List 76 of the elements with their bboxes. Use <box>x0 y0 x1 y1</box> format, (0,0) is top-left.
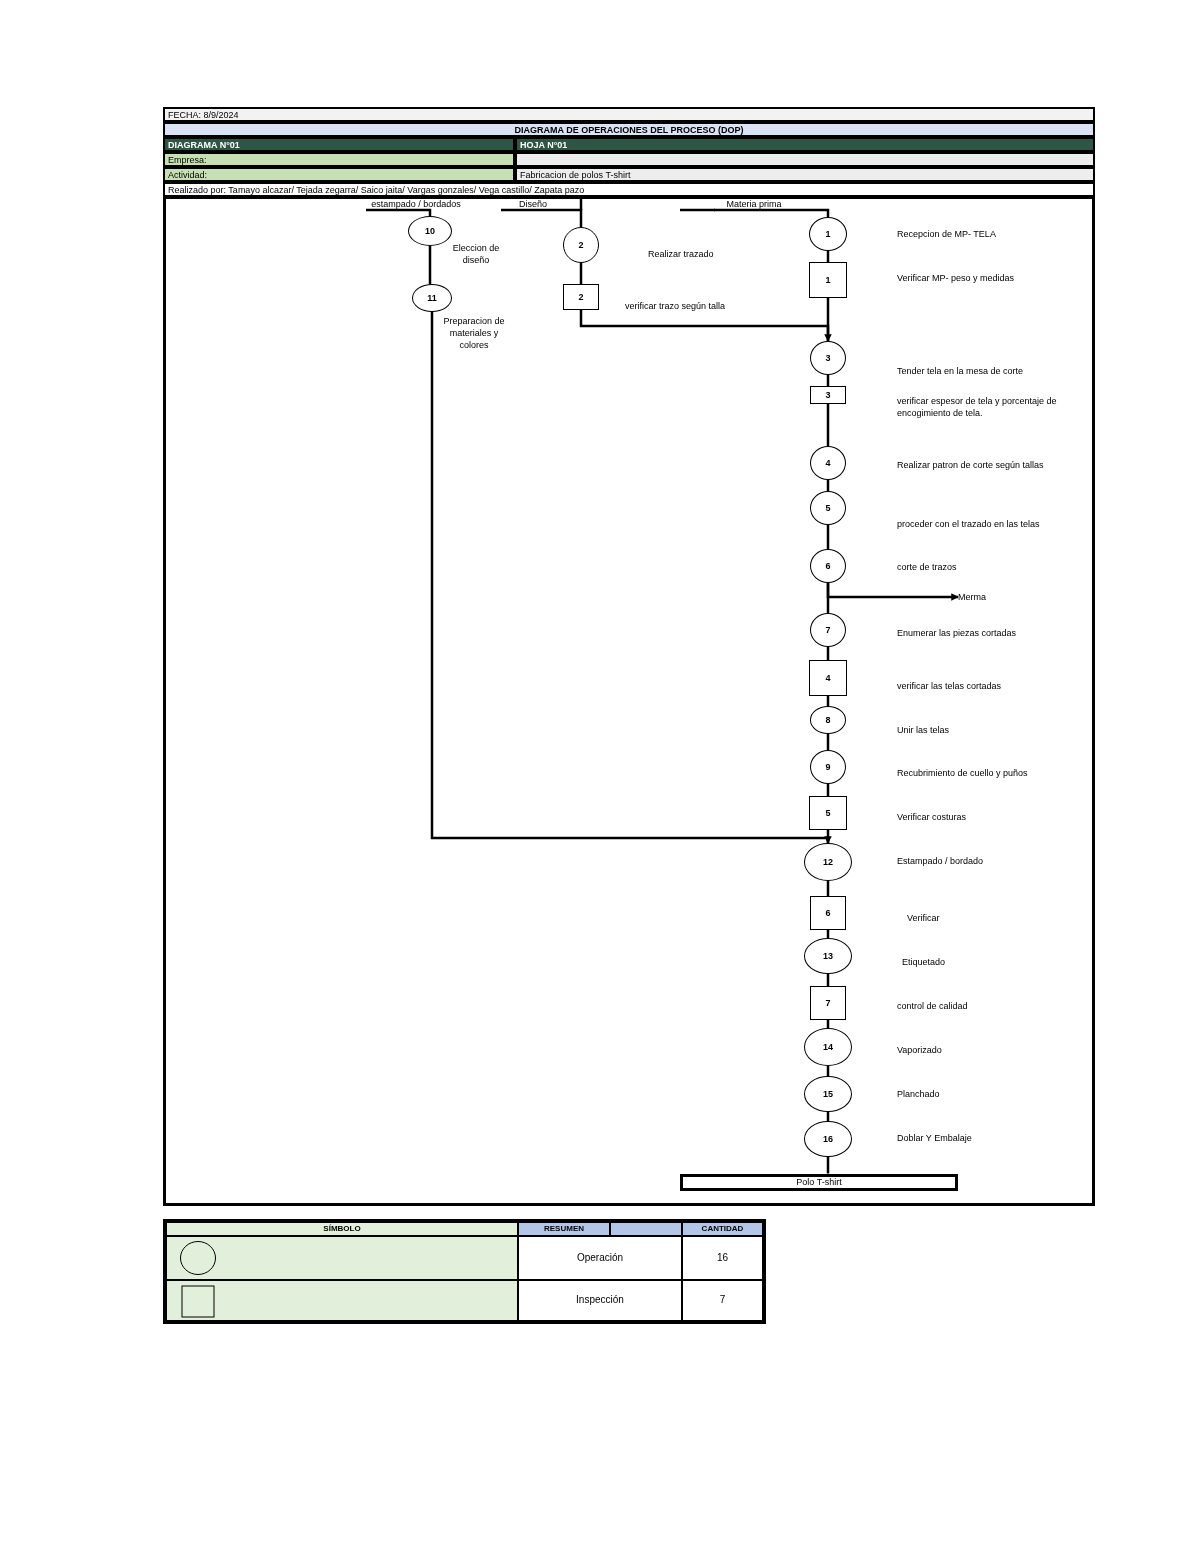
table-cell: 7 <box>682 1280 763 1321</box>
operation-circle: 1 <box>809 217 847 251</box>
step-description: control de calidad <box>897 1000 969 1012</box>
operation-circle: 11 <box>412 284 452 312</box>
operation-circle: 9 <box>810 750 846 784</box>
step-description: proceder con el trazado en las telas <box>897 518 1041 530</box>
inspection-square: 2 <box>563 284 599 310</box>
sheet-number: HOJA N°01 <box>515 137 1095 152</box>
step-description: corte de trazos <box>897 561 958 573</box>
step-description: Etiquetado <box>902 956 947 968</box>
operation-circle: 10 <box>408 216 452 246</box>
step-description: Verificar MP- peso y medidas <box>897 272 1016 284</box>
operation-circle: 12 <box>804 843 852 881</box>
step-description: Verificar <box>907 912 941 924</box>
flow-line <box>826 583 830 613</box>
operation-circle: 4 <box>810 446 846 480</box>
flow-line <box>501 208 583 227</box>
date-field: FECHA: 8/9/2024 <box>163 107 1095 122</box>
column-header: SÍMBOLO <box>166 1222 518 1236</box>
inspection-square: 7 <box>810 986 846 1020</box>
flow-line <box>366 208 432 216</box>
flow-arrow <box>579 310 832 342</box>
operation-circle: 3 <box>810 341 846 375</box>
inspection-square: 3 <box>810 386 846 404</box>
field-label: Actividad: <box>163 167 515 182</box>
flow-line <box>579 263 583 284</box>
table-cell: Operación <box>518 1236 682 1280</box>
step-description: verificar trazo según talla <box>625 300 727 312</box>
step-description: Vaporizado <box>897 1044 943 1056</box>
column-header: CANTIDAD <box>682 1222 763 1236</box>
step-description: Eleccion de diseño <box>451 242 501 266</box>
column-header: RESUMEN <box>518 1222 610 1236</box>
step-description: Realizar patron de corte según tallas <box>897 459 1045 471</box>
operation-circle: 16 <box>804 1121 852 1157</box>
operation-circle: 5 <box>810 491 846 525</box>
step-description: Tender tela en la mesa de corte <box>897 365 1025 377</box>
operation-circle: 2 <box>563 227 599 263</box>
operation-circle: 7 <box>810 613 846 647</box>
flow-line <box>826 525 830 549</box>
step-description: Estampado / bordado <box>897 855 985 867</box>
table-cell: Inspección <box>518 1280 682 1321</box>
flow-label: Materia prima <box>714 198 794 210</box>
step-description: Enumerar las piezas cortadas <box>897 627 1018 639</box>
step-description: Recepcion de MP- TELA <box>897 228 997 240</box>
flow-label: estampado / bordados <box>366 198 466 210</box>
step-description: Recubrimiento de cuello y puños <box>897 767 1029 779</box>
flow-line <box>714 208 830 217</box>
operation-circle: 8 <box>810 706 846 734</box>
table-cell: 16 <box>682 1236 763 1280</box>
flow-arrow <box>430 312 832 844</box>
inspection-square: 5 <box>809 796 847 830</box>
flow-line <box>826 298 830 341</box>
diagram-number: DIAGRAMA N°01 <box>163 137 515 152</box>
step-description: verificar las telas cortadas <box>897 680 1003 692</box>
step-description: Realizar trazado <box>648 248 715 260</box>
operation-circle: 14 <box>804 1028 852 1066</box>
flow-line <box>428 246 432 284</box>
flow-label: Merma <box>958 590 994 604</box>
step-description: Unir las telas <box>897 724 951 736</box>
operation-circle: 15 <box>804 1076 852 1112</box>
field-label: Empresa: <box>163 152 515 167</box>
step-description: Doblar Y Embalaje <box>897 1132 973 1144</box>
operation-circle: 13 <box>804 938 852 974</box>
step-description: verificar espesor de tela y porcentaje de encogimiento de tela. <box>897 395 1058 419</box>
diagram-title: DIAGRAMA DE OPERACIONES DEL PROCESO (DOP) <box>163 122 1095 137</box>
inspection-square: 1 <box>809 262 847 298</box>
inspection-square: 4 <box>809 660 847 696</box>
flow-label: Diseño <box>501 198 565 210</box>
step-description: Preparacion de materiales y colores <box>442 315 506 351</box>
inspection-square: 6 <box>810 896 846 930</box>
step-description: Planchado <box>897 1088 941 1100</box>
flow-line <box>826 404 830 446</box>
product-bar: Polo T-shirt <box>680 1173 958 1191</box>
step-description: Verificar costuras <box>897 811 968 823</box>
value-field: Fabricacion de polos T-shirt <box>515 167 1095 182</box>
operation-circle: 6 <box>810 549 846 583</box>
